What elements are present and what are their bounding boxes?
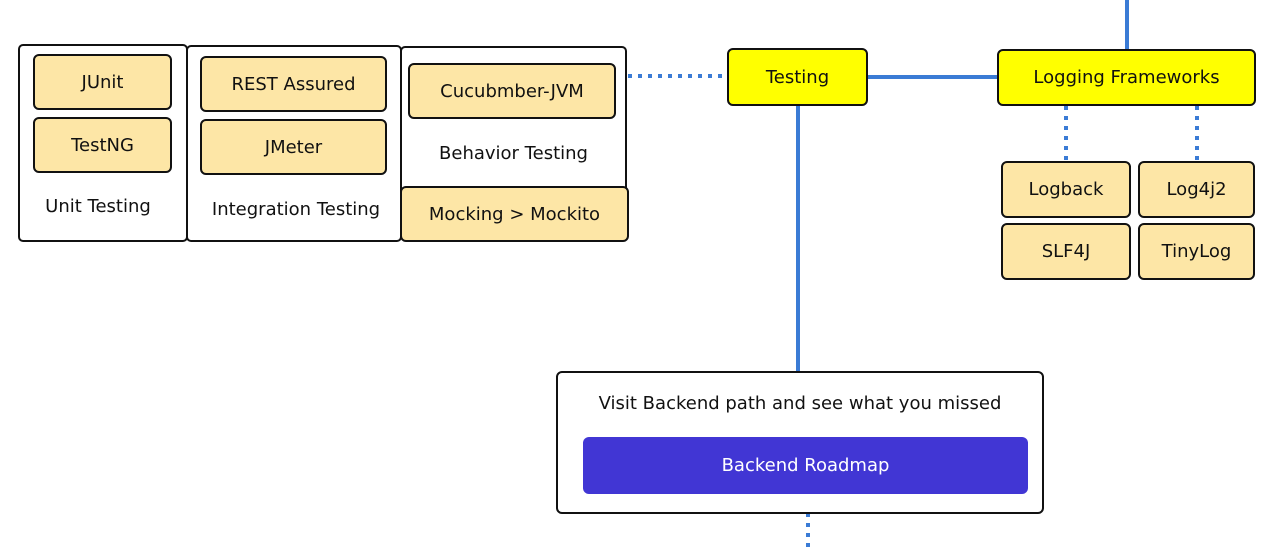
logging-frameworks-node[interactable]: Logging Frameworks	[997, 49, 1256, 106]
behavior-testing-label: Behavior Testing	[439, 142, 588, 164]
junit-node[interactable]: JUnit	[33, 54, 172, 110]
cta-text: Visit Backend path and see what you miss…	[598, 393, 1002, 414]
slf4j-node[interactable]: SLF4J	[1001, 223, 1131, 280]
log4j2-node[interactable]: Log4j2	[1138, 161, 1255, 218]
tinylog-node[interactable]: TinyLog	[1138, 223, 1255, 280]
jmeter-node[interactable]: JMeter	[200, 119, 387, 175]
cucumber-jvm-node[interactable]: Cucubmber-JVM	[408, 63, 616, 119]
mocking-mockito-node[interactable]: Mocking > Mockito	[400, 186, 629, 242]
logback-node[interactable]: Logback	[1001, 161, 1131, 218]
testng-node[interactable]: TestNG	[33, 117, 172, 173]
backend-path-cta: Visit Backend path and see what you miss…	[556, 371, 1044, 514]
backend-roadmap-button[interactable]: Backend Roadmap	[583, 437, 1028, 494]
testing-node[interactable]: Testing	[727, 48, 868, 106]
unit-testing-label: Unit Testing	[45, 195, 151, 217]
rest-assured-node[interactable]: REST Assured	[200, 56, 387, 112]
integration-testing-label: Integration Testing	[211, 198, 381, 220]
